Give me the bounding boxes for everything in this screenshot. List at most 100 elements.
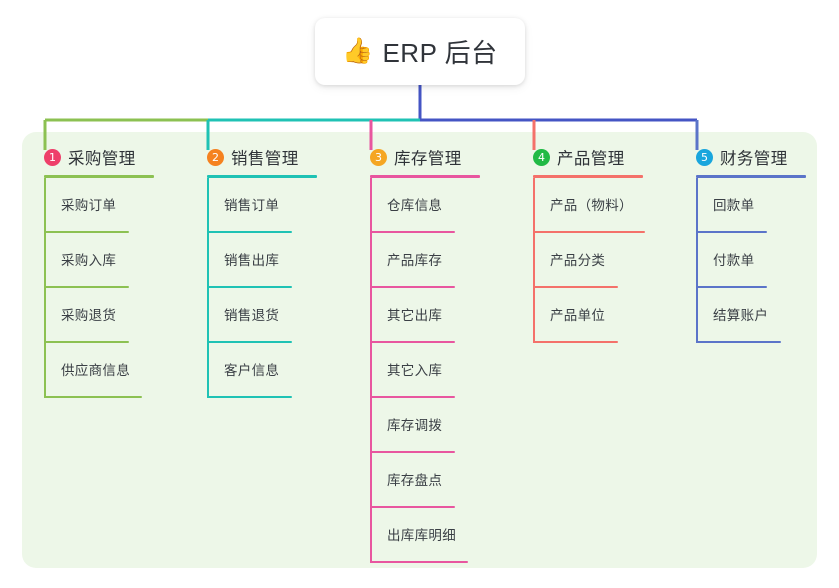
- leaf-item[interactable]: 采购入库: [44, 233, 154, 288]
- leaf-item[interactable]: 销售出库: [207, 233, 317, 288]
- branch-underline: [533, 175, 643, 178]
- leaf-underline: [370, 506, 455, 508]
- leaf-label: 产品库存: [387, 253, 443, 268]
- leaf-underline: [696, 341, 781, 343]
- leaf-label: 采购订单: [61, 198, 117, 213]
- leaf-label: 采购入库: [61, 253, 117, 268]
- leaf-connector: [44, 343, 46, 398]
- leaf-connector: [207, 178, 209, 233]
- leaf-list: 产品（物料） 产品分类产品单位: [533, 178, 645, 343]
- leaf-label: 回款单: [713, 198, 755, 213]
- leaf-connector: [533, 233, 535, 288]
- branch-title: 库存管理: [394, 150, 462, 168]
- leaf-label: 供应商信息: [61, 363, 130, 378]
- branch-underline: [44, 175, 154, 178]
- leaf-underline: [533, 231, 645, 233]
- leaf-label: 采购退货: [61, 308, 117, 323]
- leaf-label: 客户信息: [224, 363, 280, 378]
- leaf-item[interactable]: 采购订单: [44, 178, 154, 233]
- leaf-underline: [44, 231, 129, 233]
- branch-number-badge: 2: [207, 148, 224, 166]
- leaf-item[interactable]: 其它出库: [370, 288, 480, 343]
- leaf-list: 仓库信息产品库存其它出库其它入库库存调拨库存盘点出库库明细: [370, 178, 480, 563]
- leaf-list: 销售订单销售出库销售退货客户信息: [207, 178, 317, 398]
- leaf-connector: [44, 288, 46, 343]
- leaf-underline: [533, 286, 618, 288]
- leaf-connector: [44, 233, 46, 288]
- leaf-underline: [370, 286, 455, 288]
- leaf-item[interactable]: 结算账户: [696, 288, 806, 343]
- leaf-label: 其它入库: [387, 363, 443, 378]
- leaf-label: 付款单: [713, 253, 755, 268]
- leaf-item[interactable]: 采购退货: [44, 288, 154, 343]
- leaf-connector: [370, 453, 372, 508]
- leaf-item[interactable]: 产品库存: [370, 233, 480, 288]
- leaf-label: 销售退货: [224, 308, 280, 323]
- leaf-underline: [207, 341, 292, 343]
- leaf-item[interactable]: 付款单: [696, 233, 806, 288]
- leaf-item[interactable]: 库存盘点: [370, 453, 480, 508]
- leaf-item[interactable]: 客户信息: [207, 343, 317, 398]
- branch-underline: [696, 175, 806, 178]
- leaf-label: 产品分类: [550, 253, 606, 268]
- leaf-underline: [370, 561, 468, 563]
- leaf-connector: [207, 288, 209, 343]
- leaf-underline: [370, 396, 455, 398]
- branch-title: 财务管理: [720, 150, 788, 168]
- leaf-connector: [696, 178, 698, 233]
- leaf-item[interactable]: 产品分类: [533, 233, 643, 288]
- leaf-item[interactable]: 回款单: [696, 178, 806, 233]
- leaf-underline: [370, 231, 455, 233]
- root-title: ERP 后台: [382, 38, 498, 68]
- branch-title: 产品管理: [557, 150, 625, 168]
- leaf-underline: [370, 341, 455, 343]
- leaf-underline: [207, 286, 292, 288]
- leaf-item[interactable]: 销售退货: [207, 288, 317, 343]
- branch-number-badge: 1: [44, 148, 61, 166]
- branch-column-4: 4 产品管理产品（物料） 产品分类产品单位: [533, 146, 645, 343]
- leaf-list: 回款单付款单结算账户: [696, 178, 806, 343]
- leaf-underline: [207, 231, 292, 233]
- leaf-item[interactable]: 销售订单: [207, 178, 317, 233]
- leaf-connector: [696, 288, 698, 343]
- leaf-underline: [533, 341, 618, 343]
- leaf-label: 库存调拨: [387, 418, 443, 433]
- leaf-item[interactable]: 库存调拨: [370, 398, 480, 453]
- leaf-item[interactable]: 出库库明细: [370, 508, 480, 563]
- leaf-connector: [370, 398, 372, 453]
- leaf-label: 仓库信息: [387, 198, 443, 213]
- branch-header-4[interactable]: 4 产品管理: [533, 146, 643, 168]
- branch-number-badge: 4: [533, 148, 550, 166]
- leaf-underline: [370, 451, 455, 453]
- leaf-underline: [207, 396, 292, 398]
- leaf-label: 其它出库: [387, 308, 443, 323]
- leaf-item[interactable]: 仓库信息: [370, 178, 480, 233]
- branch-panel: [22, 132, 817, 568]
- leaf-connector: [44, 178, 46, 233]
- leaf-item[interactable]: 其它入库: [370, 343, 480, 398]
- leaf-label: 产品单位: [550, 308, 606, 323]
- leaf-item[interactable]: 产品单位: [533, 288, 643, 343]
- leaf-connector: [370, 233, 372, 288]
- leaf-connector: [533, 178, 535, 233]
- leaf-label: 销售订单: [224, 198, 280, 213]
- thumbs-up-icon: 👍: [342, 37, 374, 65]
- leaf-label: 库存盘点: [387, 473, 443, 488]
- leaf-underline: [44, 396, 142, 398]
- leaf-item[interactable]: 供应商信息: [44, 343, 154, 398]
- root-node[interactable]: 👍 ERP 后台: [315, 18, 525, 85]
- leaf-item[interactable]: 产品（物料）: [533, 178, 645, 233]
- leaf-connector: [370, 178, 372, 233]
- leaf-label: 出库库明细: [387, 528, 456, 543]
- leaf-connector: [370, 508, 372, 563]
- leaf-connector: [207, 233, 209, 288]
- leaf-connector: [370, 343, 372, 398]
